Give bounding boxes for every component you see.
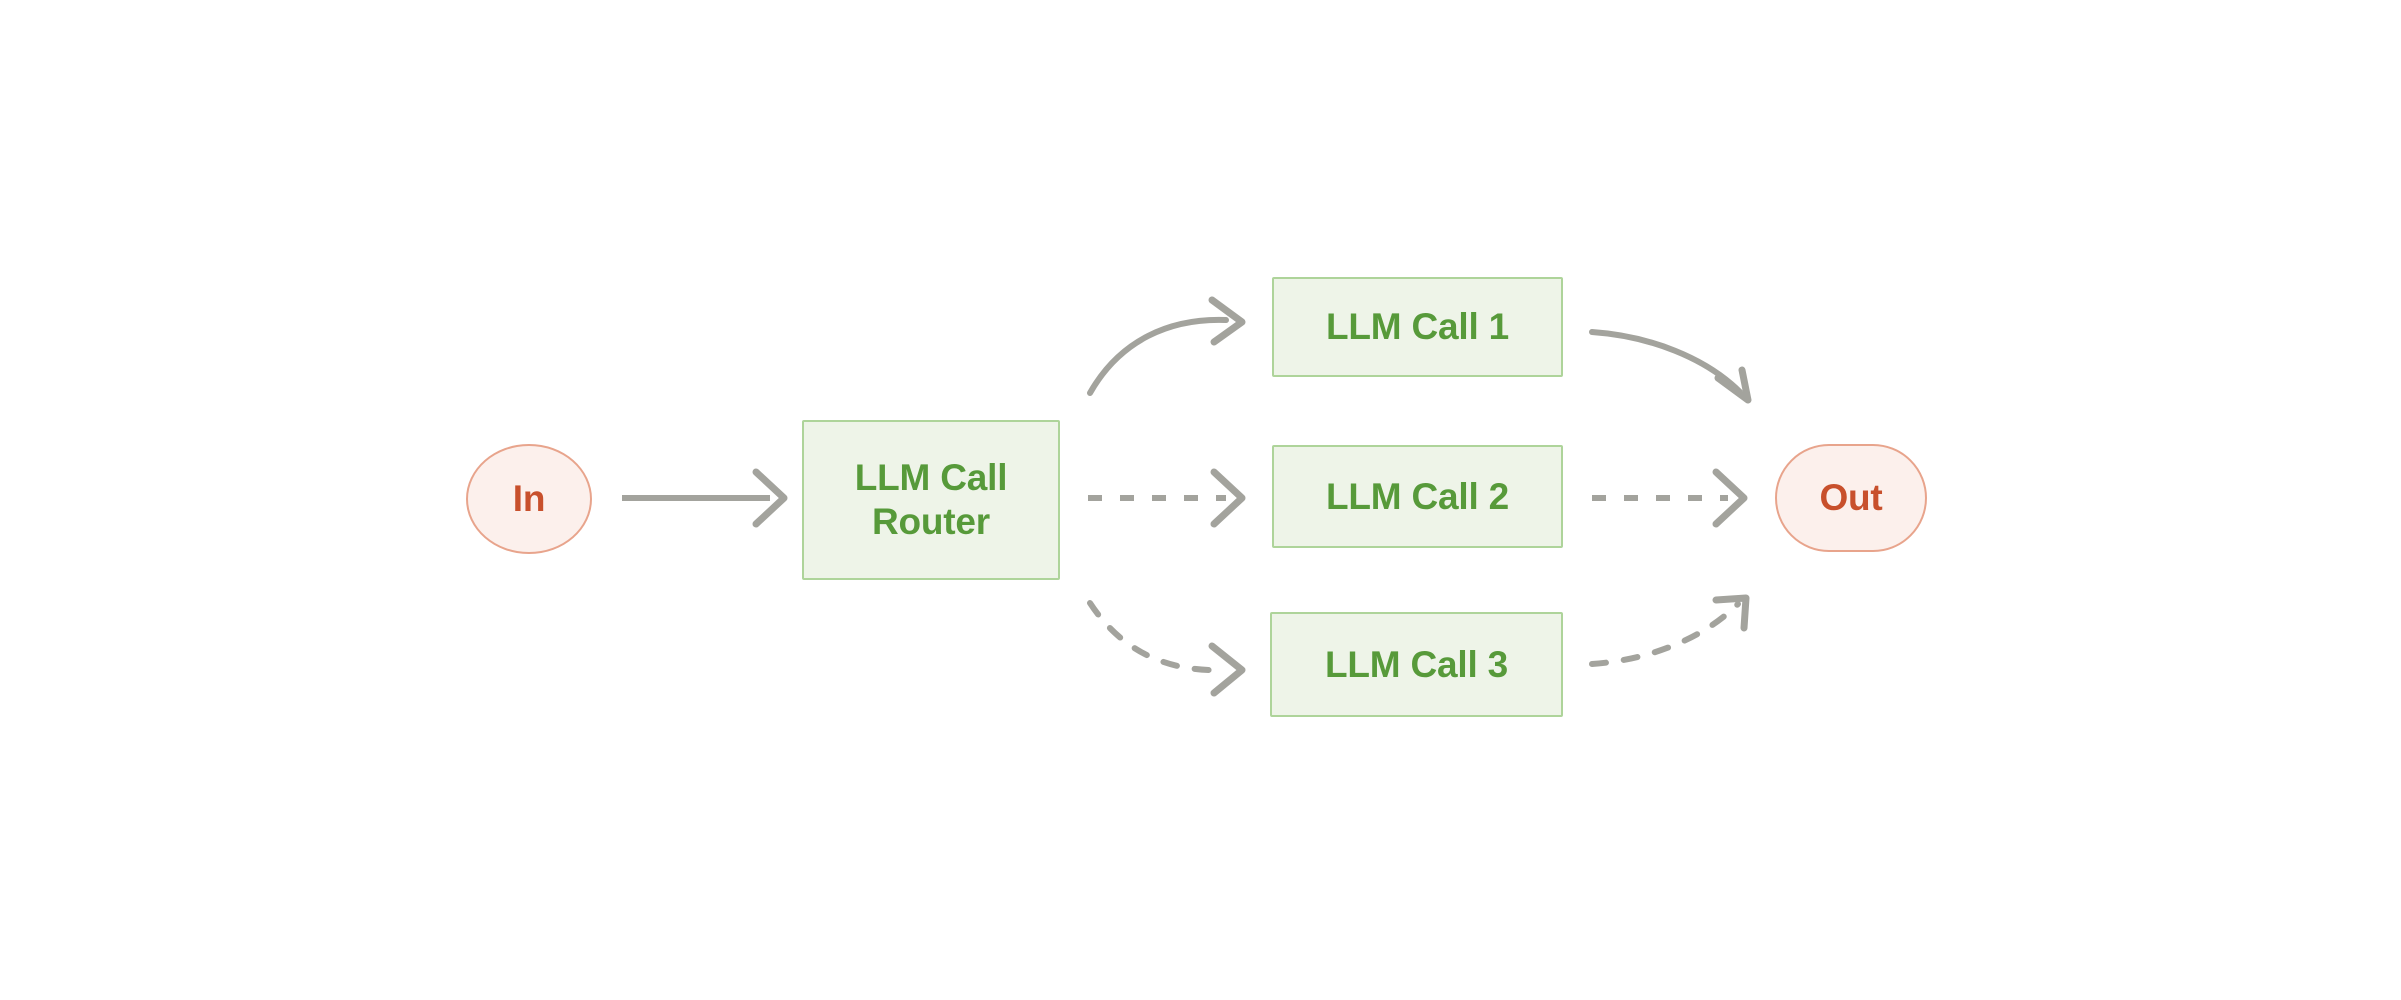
- edge-router-to-llm-call-3: [1087, 600, 1246, 697]
- edge-router-to-llm-call-1: [1087, 296, 1246, 396]
- node-llm-call-1-label: LLM Call 1: [1325, 306, 1510, 348]
- arrowhead-icon: [752, 468, 788, 528]
- arrowhead-icon: [1712, 468, 1748, 528]
- arrowhead-icon: [1712, 594, 1750, 632]
- node-in[interactable]: In: [466, 444, 592, 554]
- node-in-label: In: [512, 478, 546, 520]
- arrowhead-icon: [1210, 468, 1246, 528]
- node-out[interactable]: Out: [1775, 444, 1927, 552]
- node-llm-call-router-label: LLM Call Router: [854, 457, 1008, 542]
- edge-router-to-llm-call-2: [1088, 468, 1246, 528]
- edge-llm-call-1-to-out: [1589, 329, 1752, 404]
- node-llm-call-2-label: LLM Call 2: [1325, 475, 1510, 517]
- arrowhead-icon: [1208, 296, 1246, 346]
- node-llm-call-1[interactable]: LLM Call 1: [1272, 277, 1563, 377]
- node-llm-call-router[interactable]: LLM Call Router: [802, 420, 1060, 580]
- arrowhead-icon: [1714, 366, 1752, 404]
- node-llm-call-2[interactable]: LLM Call 2: [1272, 445, 1563, 548]
- edge-in-to-router: [622, 468, 788, 528]
- edge-llm-call-2-to-out: [1592, 468, 1748, 528]
- node-llm-call-3-label: LLM Call 3: [1324, 643, 1509, 685]
- node-llm-call-3[interactable]: LLM Call 3: [1270, 612, 1563, 717]
- arrowhead-icon: [1208, 642, 1246, 697]
- edge-llm-call-3-to-out: [1589, 594, 1750, 667]
- node-out-label: Out: [1819, 477, 1883, 519]
